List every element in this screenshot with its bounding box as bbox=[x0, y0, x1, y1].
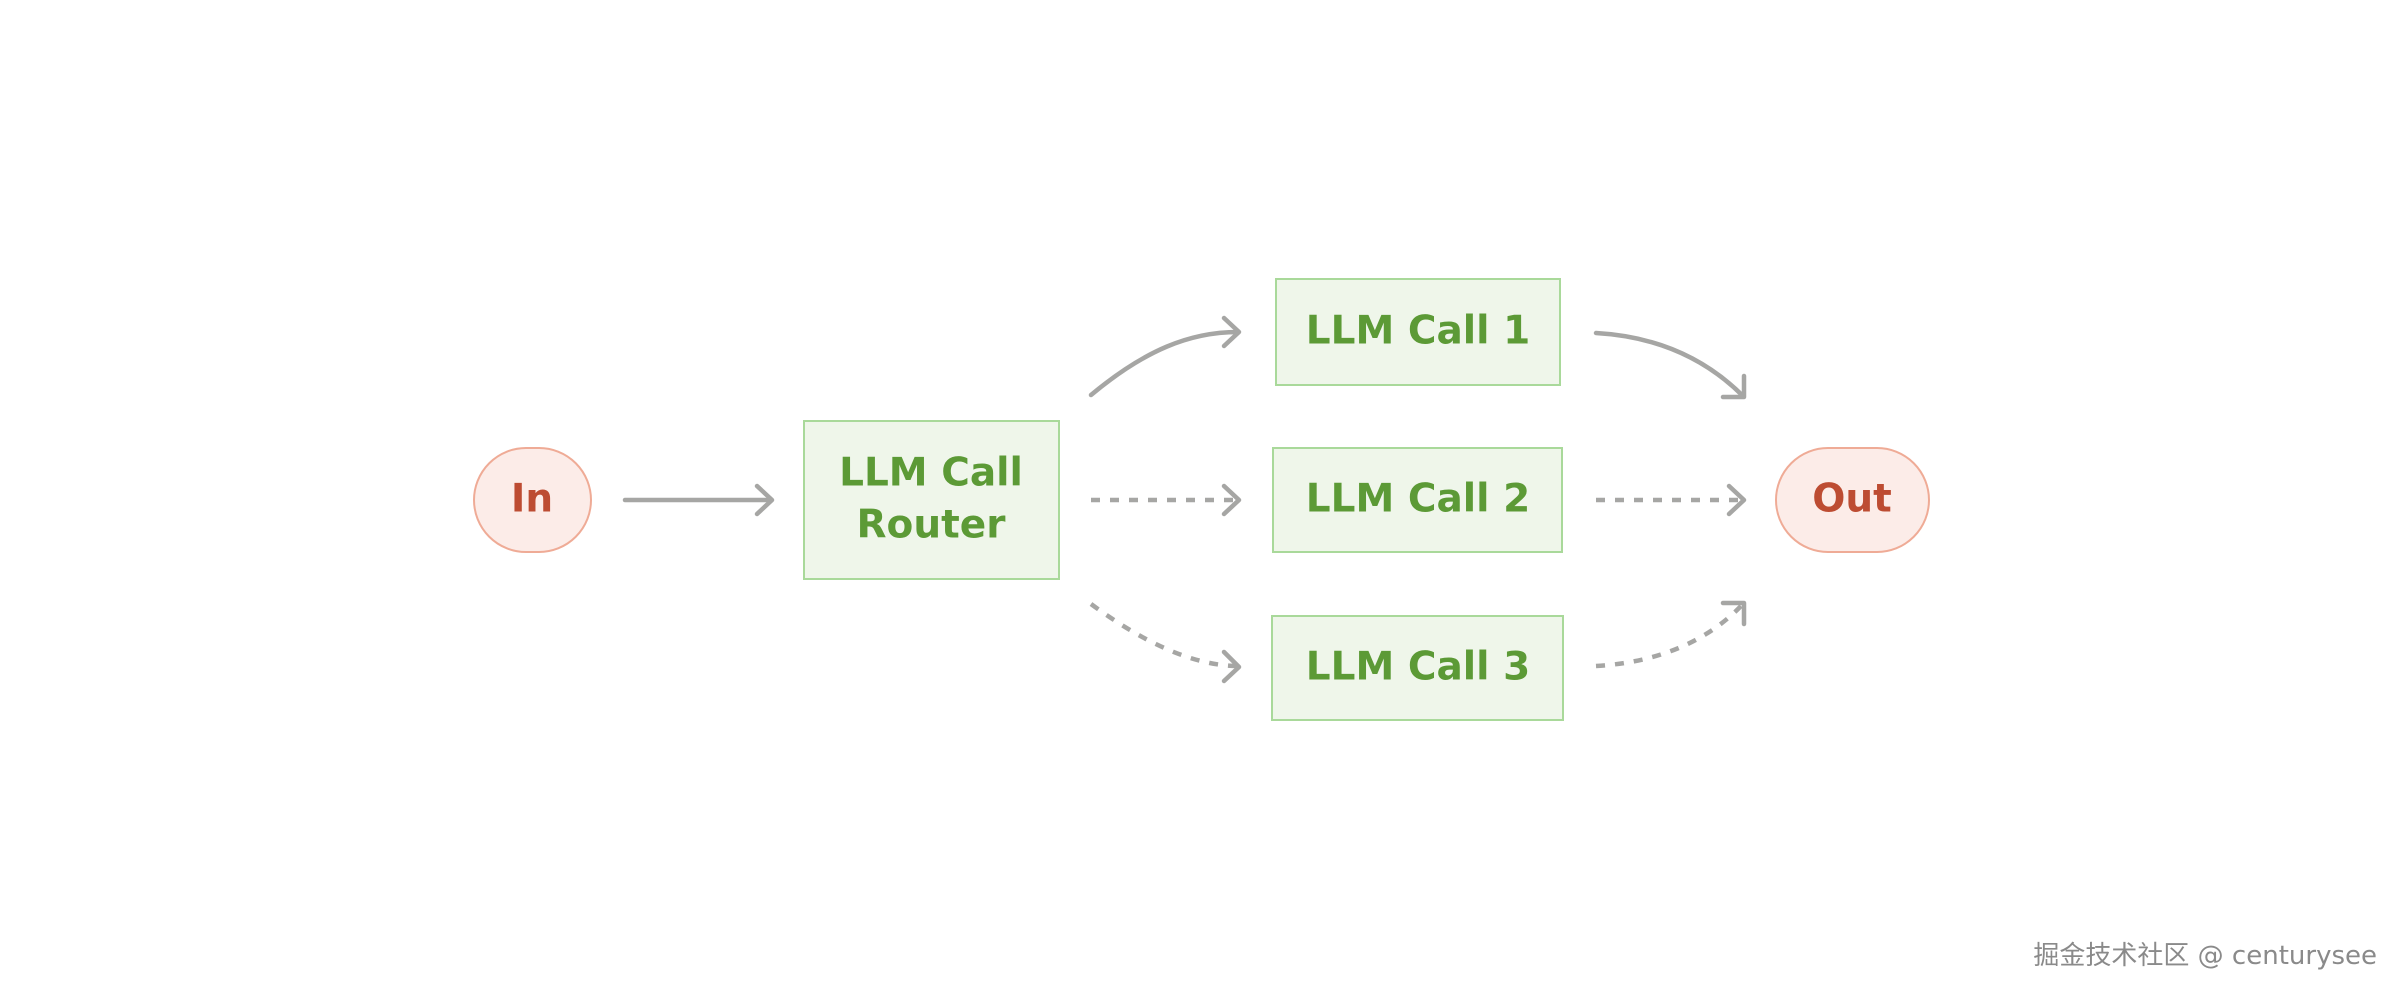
arrow-head-icon bbox=[1720, 600, 1747, 627]
input-node: In bbox=[473, 447, 592, 553]
arrow-head-icon bbox=[754, 483, 775, 517]
llm-call-3-node: LLM Call 3 bbox=[1271, 615, 1564, 721]
llm-call-3-label: LLM Call 3 bbox=[1306, 645, 1530, 690]
arrow-head-icon bbox=[1221, 483, 1242, 517]
router-label-line1: LLM Call bbox=[839, 451, 1023, 496]
llm-call-1-node: LLM Call 1 bbox=[1275, 278, 1561, 386]
output-node: Out bbox=[1775, 447, 1930, 553]
input-label: In bbox=[511, 477, 553, 522]
edge-router-to-call-1 bbox=[1088, 315, 1242, 398]
edge-call-1-to-out bbox=[1593, 330, 1747, 400]
arrow-head-icon bbox=[1221, 649, 1242, 684]
edge-call-2-to-out bbox=[1596, 483, 1747, 517]
edge-in-to-router bbox=[622, 483, 775, 517]
edge-call-3-to-out bbox=[1595, 600, 1747, 669]
edge-router-to-call-3 bbox=[1089, 602, 1242, 684]
router-label-line2: Router bbox=[857, 503, 1007, 548]
output-label: Out bbox=[1812, 477, 1892, 522]
edge-router-to-call-2 bbox=[1091, 483, 1242, 517]
llm-call-2-label: LLM Call 2 bbox=[1306, 477, 1530, 522]
arrow-head-icon bbox=[1221, 315, 1242, 349]
arrow-head-icon bbox=[1726, 483, 1747, 517]
llm-call-1-label: LLM Call 1 bbox=[1306, 309, 1530, 354]
llm-call-2-node: LLM Call 2 bbox=[1272, 447, 1563, 553]
router-node: LLM Call Router bbox=[803, 420, 1060, 580]
watermark: 掘金技术社区 @ centurysee bbox=[2033, 941, 2377, 971]
arrow-head-icon bbox=[1720, 373, 1747, 400]
